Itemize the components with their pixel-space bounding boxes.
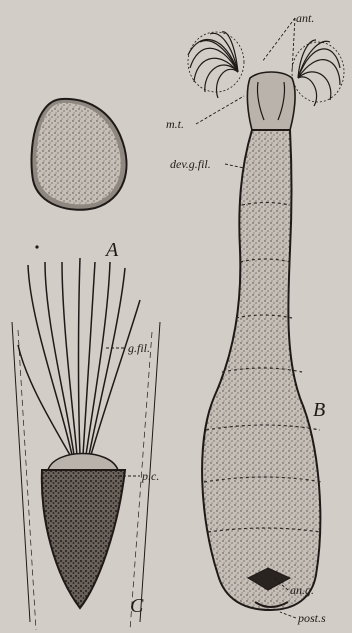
leader-ant-2 xyxy=(292,18,295,72)
label-g-fil: g.fil. xyxy=(128,341,150,355)
leader-dev-g-fil xyxy=(225,164,244,168)
label-mt: m.t. xyxy=(166,117,184,131)
panel-a-label: A xyxy=(104,239,119,261)
spore-drawing xyxy=(32,99,127,210)
label-dev-g-fil: dev.g.fil. xyxy=(170,157,211,171)
label-ant: ant. xyxy=(296,11,314,25)
leader-ant xyxy=(262,18,295,62)
leader-mt xyxy=(196,96,244,124)
label-post-s: post.s xyxy=(297,611,326,625)
leader-post-s xyxy=(280,612,296,618)
panel-b-label: B xyxy=(313,399,325,421)
label-an-g: an.g. xyxy=(290,583,314,597)
panel-c-label: C xyxy=(130,595,144,617)
dot-mark xyxy=(35,245,38,248)
label-pc: p.c. xyxy=(141,469,159,483)
larva-drawing xyxy=(188,32,344,610)
tube-drawing xyxy=(12,258,160,630)
